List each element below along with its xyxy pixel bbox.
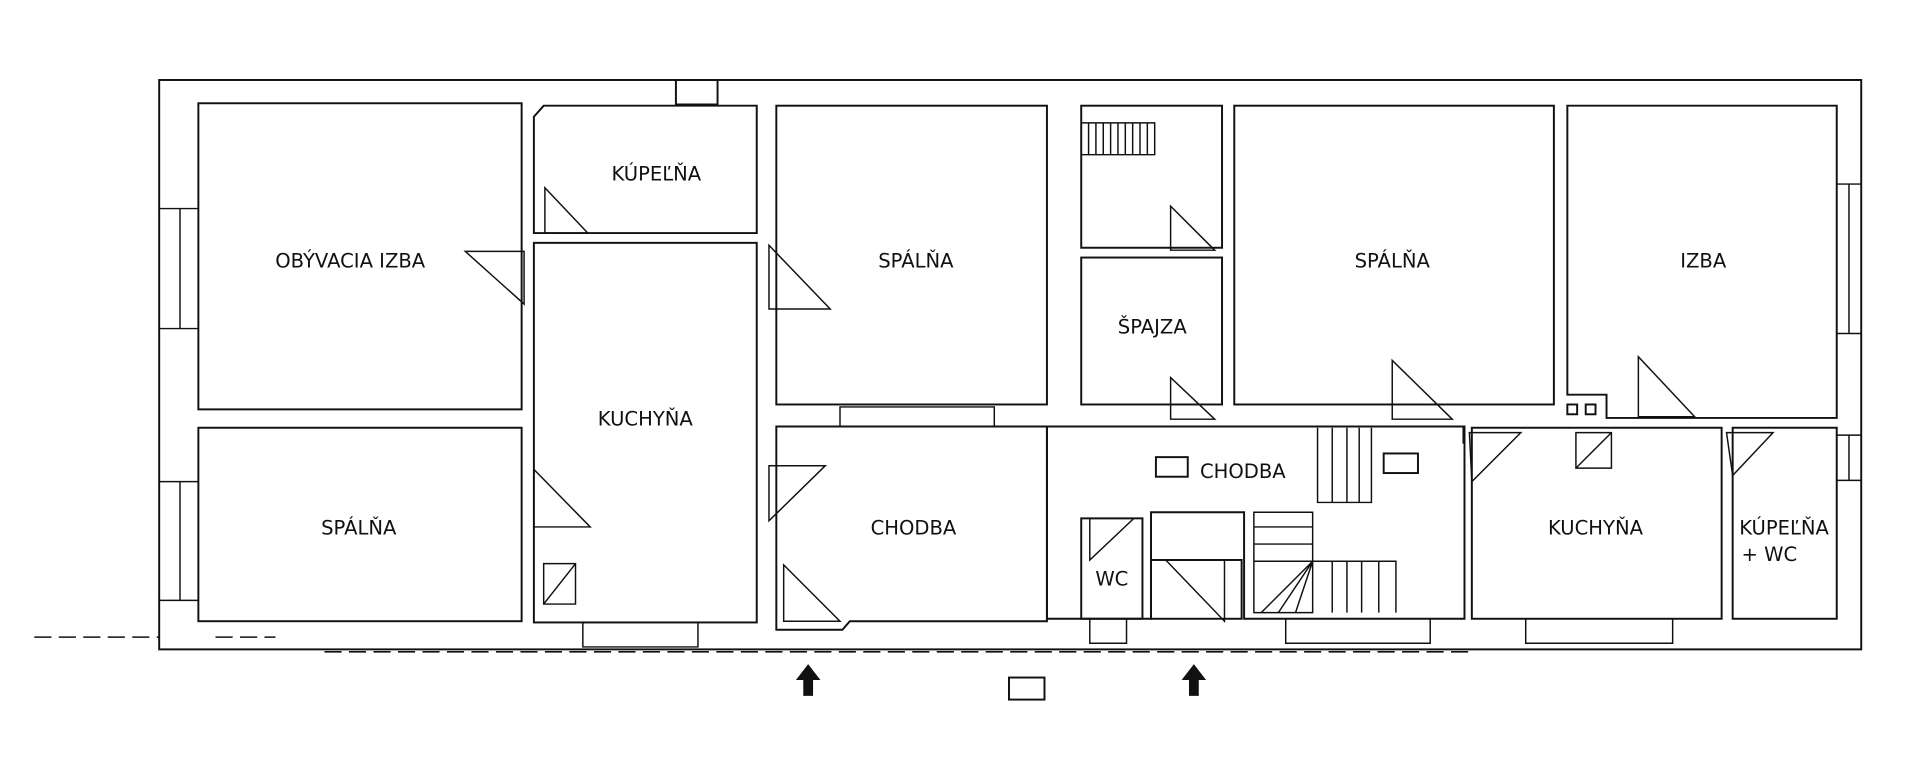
vent (1584, 403, 1597, 416)
label-spalna-right: SPÁLŇA (1355, 249, 1431, 272)
room-storage (1080, 104, 1224, 249)
label-kuchyna-right: KUCHYŇA (1548, 516, 1644, 539)
room-spalna-left (197, 426, 523, 623)
label-chodba-right: CHODBA (1200, 460, 1286, 483)
exterior-box (1008, 676, 1046, 701)
outer-wall (158, 79, 1863, 651)
room-kupelna (532, 104, 758, 235)
vent (1566, 403, 1579, 416)
label-kupelna-wc-1: KÚPEĽŇA (1739, 515, 1829, 539)
chimney-box (1382, 452, 1419, 475)
dashed-divider (1046, 426, 1465, 513)
chimney-box (1154, 456, 1189, 478)
label-kupelna: KÚPEĽŇA (611, 161, 701, 185)
label-spajza: ŠPAJZA (1118, 314, 1188, 338)
staircase (1253, 427, 1397, 614)
storage-stairs (1080, 122, 1156, 156)
label-wc: WC (1095, 568, 1128, 591)
door-swings (463, 185, 1775, 624)
label-chodba-left: CHODBA (871, 516, 957, 539)
room-kuchyna-right (1470, 426, 1723, 620)
room-vestibule (1150, 559, 1243, 620)
room-kupelna-wc (1731, 426, 1838, 620)
label-kuchyna-left: KUCHYŇA (598, 407, 694, 430)
room-izba (1566, 104, 1838, 419)
label-obyvacia-izba: OBÝVACIA IZBA (275, 249, 426, 272)
room-spajza (1080, 256, 1224, 406)
room-obyvacia-izba (197, 102, 523, 411)
room-spalna-right (1233, 104, 1555, 406)
label-spalna-left: SPÁLŇA (321, 516, 397, 539)
chimney (674, 79, 719, 106)
entrance-arrow-left-icon (795, 664, 821, 696)
label-spalna-middle: SPÁLŇA (878, 249, 954, 272)
label-kupelna-wc-2: + WC (1742, 543, 1798, 566)
entrance-arrow-right-icon (1181, 664, 1207, 696)
room-kuchyna-left (532, 241, 758, 624)
label-izba: IZBA (1680, 249, 1727, 272)
room-spalna-middle (775, 104, 1048, 406)
